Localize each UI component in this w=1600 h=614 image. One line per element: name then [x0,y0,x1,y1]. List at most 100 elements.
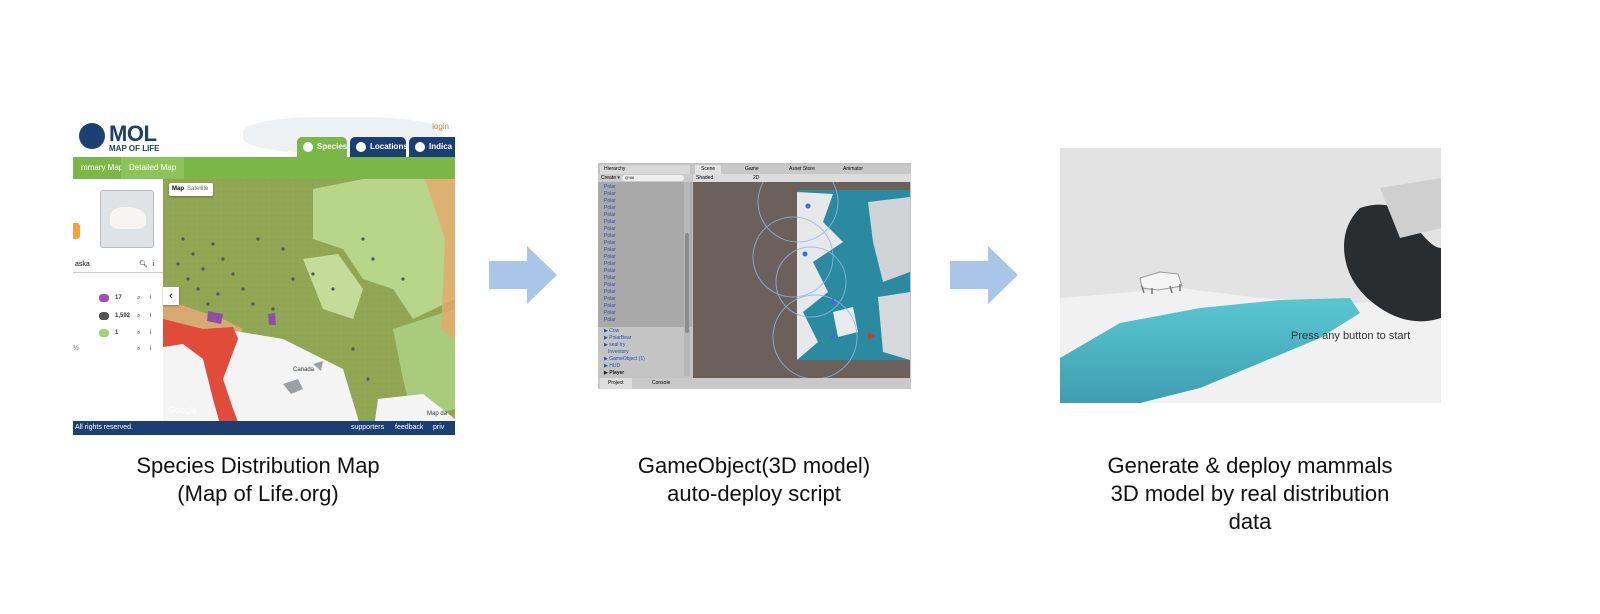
footer-link-feedback[interactable]: feedback [395,421,423,435]
photo-graphic [1060,148,1441,403]
hierarchy-item[interactable]: Polar [604,254,616,261]
tab-indicators[interactable]: Indica [409,137,455,157]
hierarchy-item[interactable]: Polar [604,233,616,240]
mode-2d-toggle[interactable]: 2D [753,174,759,182]
search-icon: ⌕ [137,311,140,321]
search-icon: 🔍︎ [139,257,148,273]
scene-view[interactable] [693,182,910,378]
tab-locations[interactable]: Locations [350,137,406,157]
hierarchy-item[interactable]: Polar [604,282,616,289]
search-icon: ⌕ [137,344,140,354]
login-link[interactable]: login [432,122,449,131]
hierarchy-item-gameobject[interactable]: ▶ GameObject (1) [604,356,645,363]
info-icon: i [150,344,151,354]
caption-line: GameObject(3D model) [604,452,904,480]
location-search-input[interactable]: aska 🔍︎ i [73,257,165,273]
caption-step3: Generate & deploy mammals 3D model by re… [1080,452,1420,536]
caption-line: Generate & deploy mammals [1080,452,1420,480]
footer: All rights reserved. supporters feedback… [73,421,455,435]
legend-glyph: ½ [73,345,79,352]
tab-game[interactable]: Game [745,165,759,174]
legend-swatch [99,329,109,337]
hierarchy-item[interactable]: Polar [604,289,616,296]
bottom-tab-bar: Project Console [598,378,911,389]
unity-editor-screenshot: Hierarchy Create ▾ Q*All Polar Polar Pol… [598,163,911,389]
create-button[interactable]: Create ▾ [601,175,620,181]
legend-count: 1,592 [115,311,130,321]
caption-line: data [1080,508,1420,536]
hierarchy-item[interactable]: Polar [604,247,616,254]
hierarchy-toolbar: Create ▾ Q*All [598,174,692,182]
scene-tab-bar: Scene Game Asset Store Animator [693,165,911,174]
hierarchy-item-cow[interactable]: ▶ Cow [604,328,619,335]
scene-toolbar: Shaded 2D [693,174,911,182]
hierarchy-item[interactable]: Polar [604,226,616,233]
tab-project[interactable]: Project [600,378,632,389]
hierarchy-item-seal[interactable]: ▶ seal try [604,342,625,349]
hierarchy-item[interactable]: Polar [604,261,616,268]
hierarchy-item[interactable]: Polar [604,268,616,275]
hierarchy-item[interactable]: Polar [604,303,616,310]
tab-console[interactable]: Console [652,378,670,389]
google-logo: Google [168,405,197,415]
scrollbar-thumb[interactable] [685,233,689,333]
caption-line: Species Distribution Map [108,452,408,480]
tab-scene[interactable]: Scene [695,165,721,174]
copyright-text: All rights reserved. [75,421,133,435]
flow-arrow-1 [489,246,559,304]
tab-label: Locations [370,142,408,151]
hierarchy-item-polarbear[interactable]: ▶ PolarBear [604,335,631,342]
legend-swatch [99,312,109,320]
hierarchy-item-inventory[interactable]: Inventory [608,349,629,356]
species-photo [100,190,154,248]
distribution-map[interactable]: Canada Map da [163,179,455,435]
hierarchy-item[interactable]: Polar [604,205,616,212]
map-graphic [163,179,455,435]
tab-animator[interactable]: Animator [843,165,863,174]
search-icon: ⌕ [137,328,140,338]
hierarchy-item[interactable]: Polar [604,317,616,324]
legend-count: 17 [115,293,122,303]
satellite-option: Satellite [187,186,208,192]
tab-label: Species [317,142,347,151]
info-icon: i [150,293,151,303]
info-icon: i [150,328,151,338]
hierarchy-item-hud[interactable]: ▶ HUD [604,363,620,370]
polar-bear-image [110,207,146,229]
hierarchy-item[interactable]: Polar [604,240,616,247]
hierarchy-tab[interactable]: Hierarchy [600,165,690,174]
map-option: Map [169,186,187,192]
hierarchy-item[interactable]: Polar [604,198,616,205]
hierarchy-item-player[interactable]: ▶ Player [604,370,624,377]
tab-species[interactable]: Species [297,137,347,157]
footer-link-privacy[interactable]: priv [433,421,444,435]
hierarchy-item[interactable]: Polar [604,191,616,198]
hierarchy-item[interactable]: Polar [604,219,616,226]
footer-link-supporters[interactable]: supporters [351,421,384,435]
caption-line: 3D model by real distribution [1080,480,1420,508]
shading-dropdown[interactable]: Shaded [696,174,713,182]
caption-line: auto-deploy script [604,480,904,508]
map-label-canada: Canada [293,367,314,373]
subtab-detailed-map[interactable]: Detailed Map [121,157,184,179]
orange-toggle[interactable] [73,223,80,239]
hierarchy-list-root: ▶ Cow ▶ PolarBear ▶ seal try Inventory ▶… [598,327,692,377]
collapse-sidebar-button[interactable]: ‹ [163,287,179,305]
caption-step2: GameObject(3D model) auto-deploy script [604,452,904,508]
info-icon [303,142,313,152]
hierarchy-item[interactable]: Polar [604,275,616,282]
mol-logo-icon [79,123,105,149]
hierarchy-item[interactable]: Polar [604,296,616,303]
hierarchy-search-input[interactable]: Q*All [622,175,684,181]
tab-asset-store[interactable]: Asset Store [789,165,815,174]
search-value: aska [75,261,90,268]
legend-count: 1 [115,328,118,338]
info-icon: i [153,257,155,273]
hierarchy-item[interactable]: Polar [604,310,616,317]
hierarchy-item[interactable]: Polar [604,212,616,219]
mol-logo-subtitle: MAP OF LIFE [109,144,160,153]
scene-graphic [693,182,910,378]
location-icon [356,142,366,152]
hierarchy-item[interactable]: Polar [604,184,616,191]
